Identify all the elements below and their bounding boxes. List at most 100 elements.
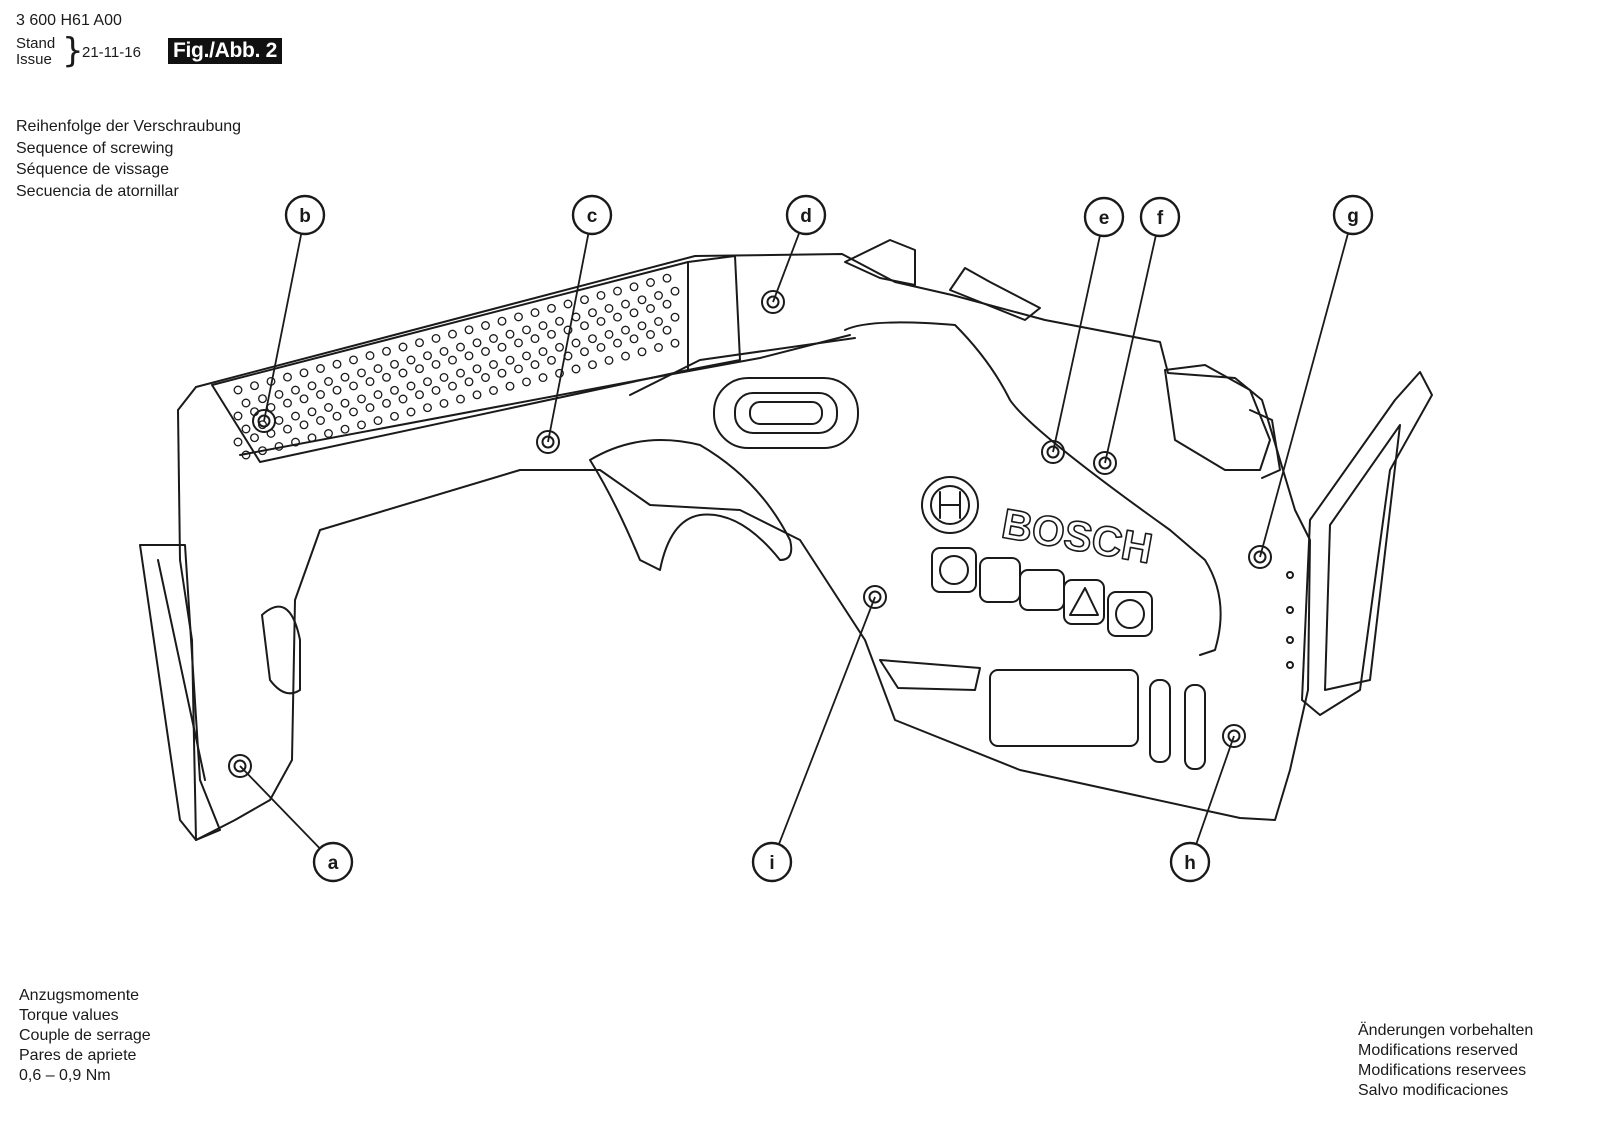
grip-dot xyxy=(382,346,391,356)
grip-dot xyxy=(340,424,350,434)
grip-divider xyxy=(687,255,741,371)
grip-dot xyxy=(307,433,317,443)
grip-dot xyxy=(514,364,523,374)
grip-dot xyxy=(307,407,317,417)
grip-dot xyxy=(489,334,498,343)
grip-dot xyxy=(291,385,300,395)
grip-dot xyxy=(646,304,655,313)
callout-label-i: i xyxy=(769,853,774,874)
modifications-notice: Änderungen vorbehalten Modifications res… xyxy=(1358,1021,1533,1101)
shoe-plate xyxy=(1301,371,1433,716)
leader-line-h xyxy=(1195,735,1235,845)
grip-dot xyxy=(406,407,416,417)
grip-dot xyxy=(563,299,573,309)
torque-heading-es: Pares de apriete xyxy=(19,1047,137,1064)
grip-dot xyxy=(274,441,284,451)
callout-label-f: f xyxy=(1157,208,1164,229)
grip-dot xyxy=(241,450,251,460)
grip-dot xyxy=(522,377,531,387)
shoe-rivet xyxy=(1286,661,1294,669)
grip-dot xyxy=(670,338,680,348)
grip-dot xyxy=(464,325,474,335)
grip-dot xyxy=(464,377,474,387)
grip-dot xyxy=(324,377,333,386)
grip-dot xyxy=(258,446,267,456)
callout-label-h: h xyxy=(1184,853,1196,874)
grip-dot xyxy=(423,351,432,361)
grip-dot xyxy=(299,394,309,404)
grip-dot xyxy=(538,347,548,357)
grip-dot xyxy=(365,351,375,361)
screw-e xyxy=(1041,440,1065,464)
leader-line-e xyxy=(1052,235,1101,453)
grip-dot xyxy=(580,321,589,331)
trigger-outline xyxy=(589,439,793,571)
grip-dot xyxy=(514,312,523,322)
grip-band-outline xyxy=(211,261,689,463)
callout-circle-g xyxy=(1332,194,1374,236)
grip-dot xyxy=(621,299,630,309)
screw-g xyxy=(1248,545,1272,569)
grip-dot xyxy=(233,437,243,447)
grip-dot xyxy=(349,381,358,391)
shoe-rivet xyxy=(1286,571,1294,579)
torque-heading-fr: Couple de serrage xyxy=(19,1027,151,1044)
grip-dot xyxy=(547,355,556,365)
grip-dot xyxy=(431,333,441,343)
screw-b xyxy=(252,409,276,433)
screw-b-head xyxy=(257,414,271,428)
grip-dot xyxy=(390,411,399,421)
grip-dot xyxy=(588,334,597,344)
modifications-en: Modifications reserved xyxy=(1358,1042,1519,1059)
modifications-de: Änderungen vorbehalten xyxy=(1358,1022,1534,1039)
callout-circle-d xyxy=(785,194,827,236)
grip-dot xyxy=(654,291,663,300)
grip-dot xyxy=(538,321,548,331)
vent-slot xyxy=(1149,679,1171,763)
grip-dot xyxy=(637,347,647,357)
grip-dot xyxy=(439,398,449,408)
grip-dot xyxy=(448,381,457,391)
grip-dot xyxy=(406,355,416,365)
callout-circle-i xyxy=(751,841,793,883)
leader-line-i xyxy=(778,596,876,845)
grip-dot xyxy=(373,390,383,400)
top-fin-left xyxy=(844,239,916,286)
screw-f xyxy=(1093,451,1117,475)
grip-dot xyxy=(481,373,490,382)
battery-end-plate xyxy=(139,544,221,841)
figure-tag: Fig./Abb. 2 xyxy=(168,38,283,64)
grip-dot xyxy=(604,355,614,365)
sequence-heading-de: Reihenfolge der Verschraubung xyxy=(16,118,242,135)
grip-dot xyxy=(555,368,564,378)
grip-dot xyxy=(241,424,251,434)
screw-d-head xyxy=(766,295,780,309)
grip-dot xyxy=(547,303,556,313)
leader-line-f xyxy=(1104,235,1157,464)
grip-dot xyxy=(274,415,284,425)
blade-clamp-ring xyxy=(1249,409,1281,479)
grip-dot xyxy=(497,342,507,352)
handle-inner-rim xyxy=(239,334,851,456)
grip-dot xyxy=(398,368,408,378)
grip-dot xyxy=(497,368,507,378)
callout-label-d: d xyxy=(800,206,812,227)
grip-dot xyxy=(489,386,498,395)
grip-dot xyxy=(472,338,482,348)
screw-i xyxy=(863,585,887,609)
torque-values: Anzugsmomente Torque values Couple de se… xyxy=(19,986,151,1086)
grip-dot xyxy=(481,321,490,330)
grip-dot xyxy=(415,390,424,400)
grip-dot xyxy=(423,377,432,387)
grip-dot xyxy=(448,355,457,365)
grip-dot xyxy=(456,368,465,378)
switch-slide-outer xyxy=(713,377,859,449)
grip-dot xyxy=(613,312,622,322)
screw-e-head xyxy=(1046,445,1060,459)
motor-housing-line xyxy=(844,321,1222,656)
leader-line-g xyxy=(1259,233,1349,558)
sequence-heading: Reihenfolge der Verschraubung Sequence o… xyxy=(16,116,241,202)
grip-dot xyxy=(398,394,408,404)
grip-dot xyxy=(291,437,300,447)
grip-dot xyxy=(646,278,655,287)
